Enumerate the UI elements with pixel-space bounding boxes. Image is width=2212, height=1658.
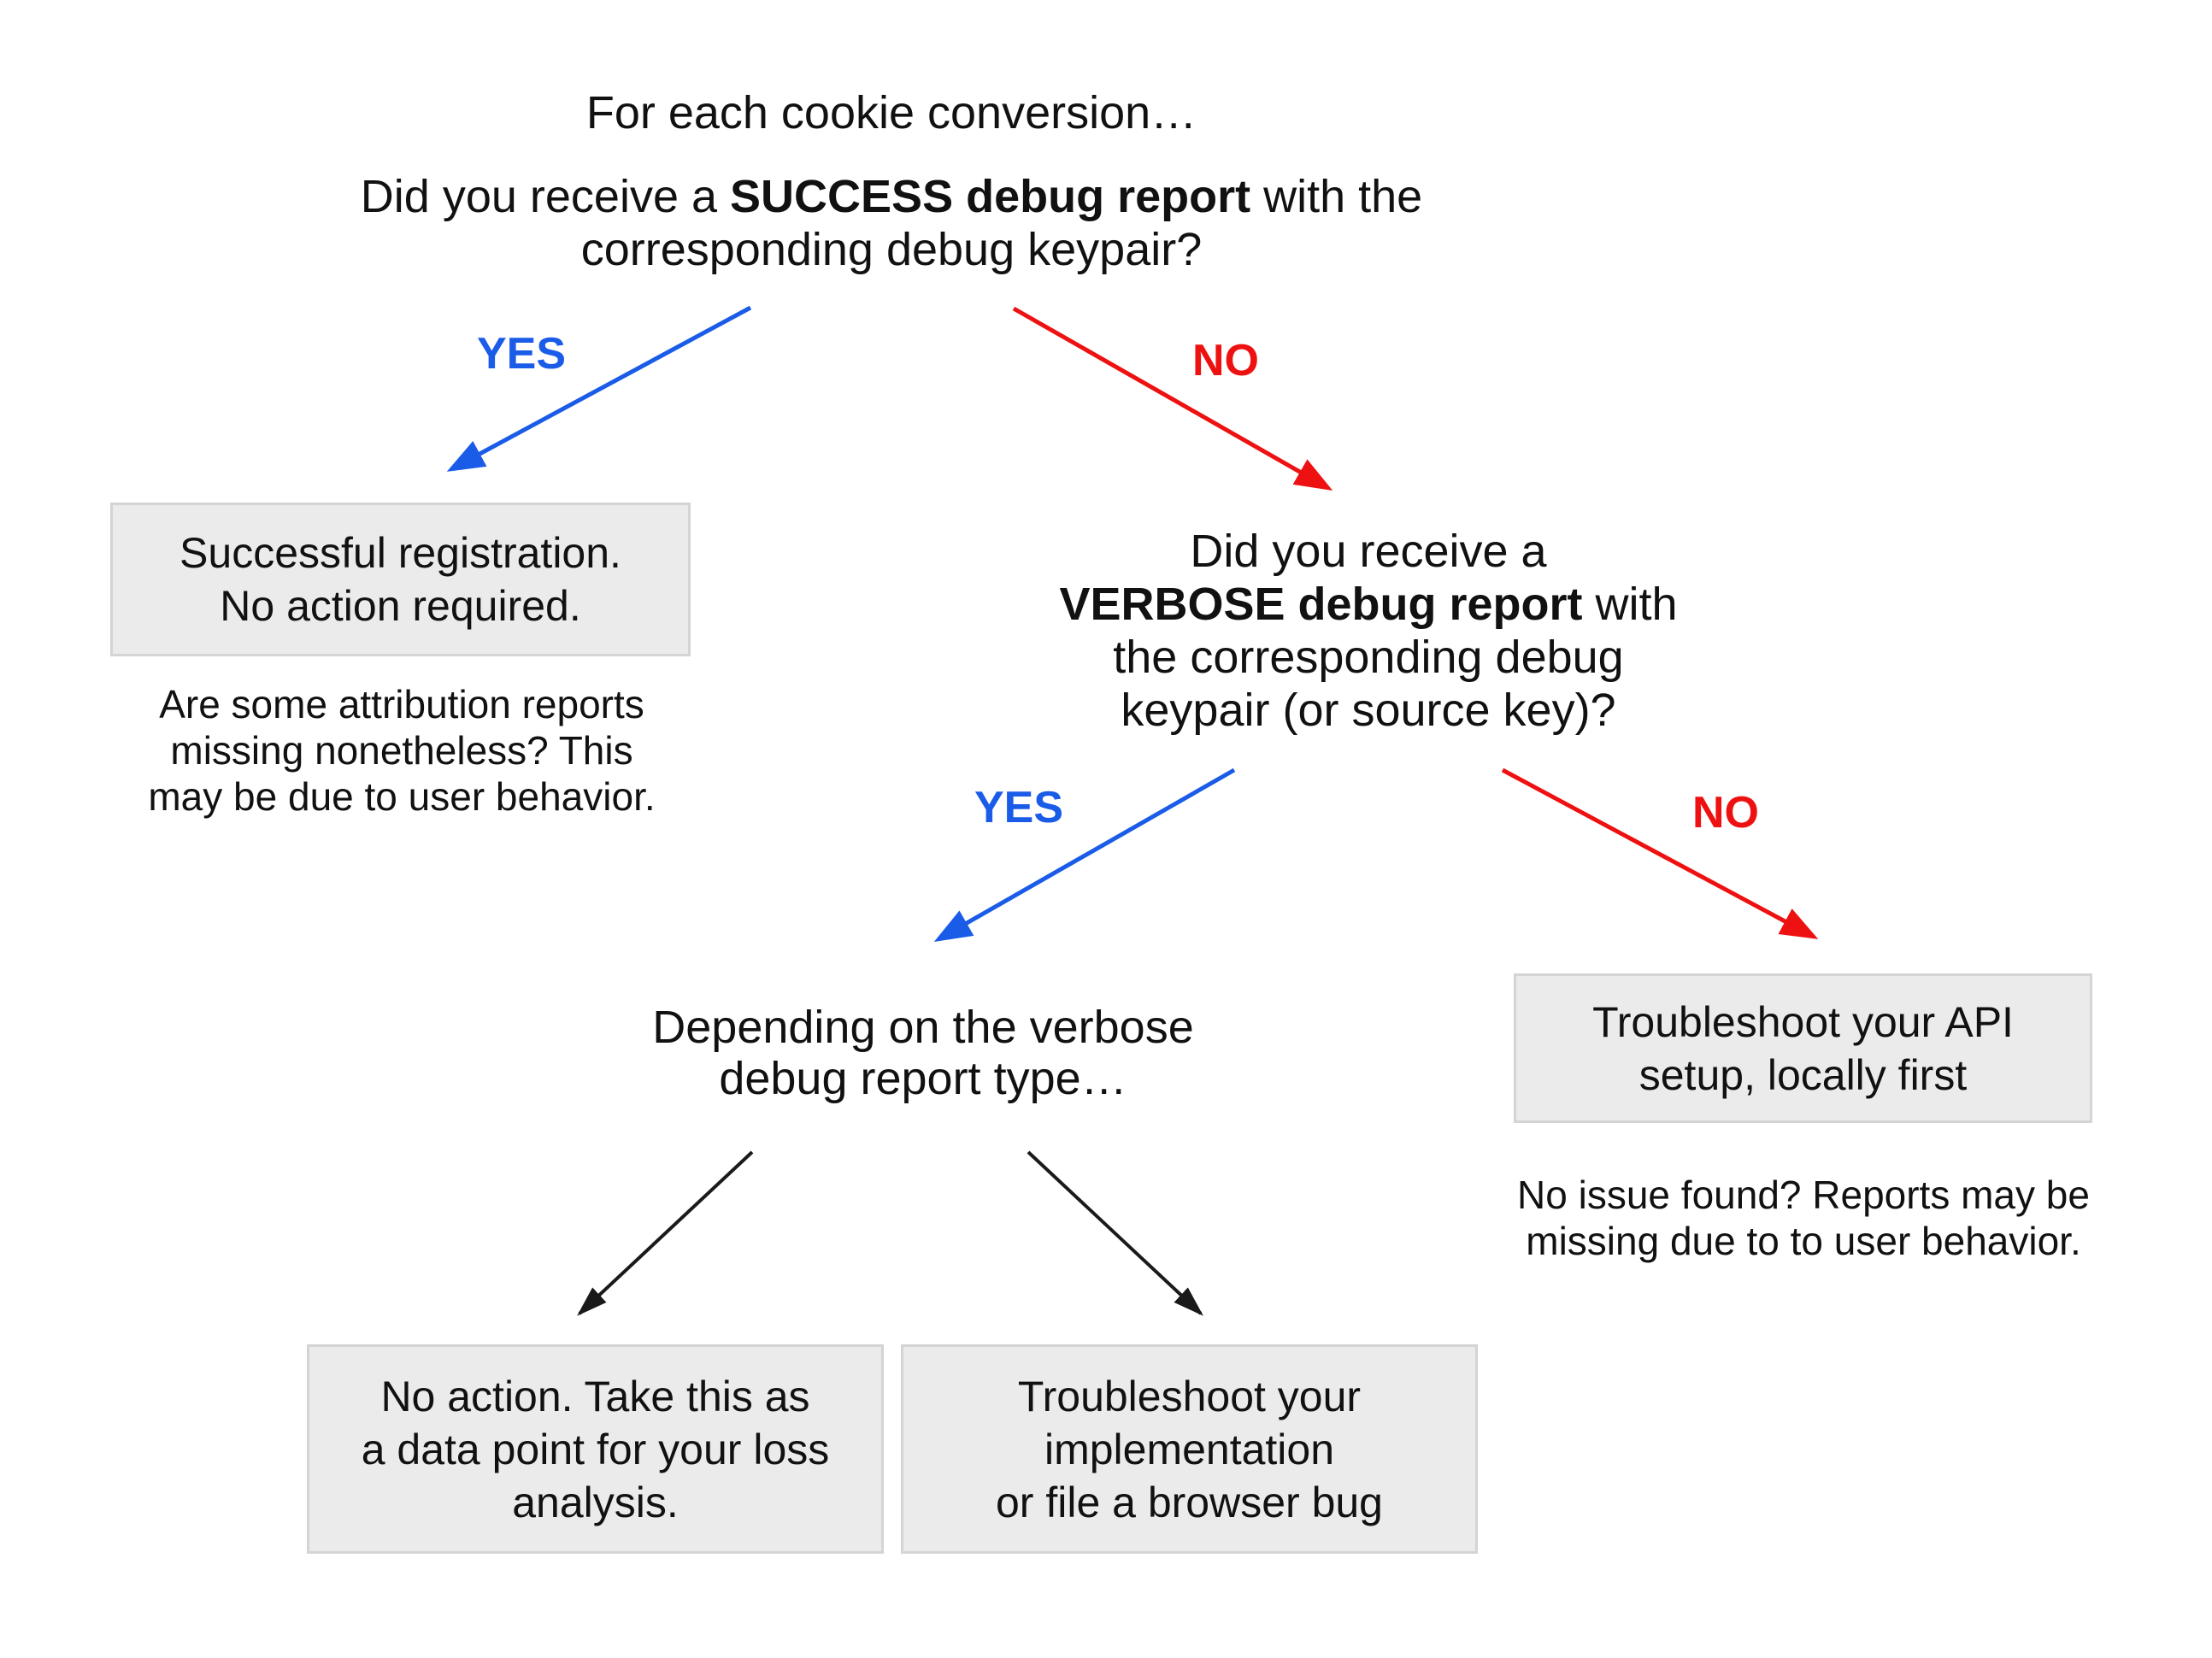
yes-label-level2: YES [974,783,1064,832]
verbose-branch-arrow-left [577,1150,754,1316]
verbose-question: Did you receive a VERBOSE debug report w… [1059,525,1677,737]
verbose-question-line3: the corresponding debug [1113,632,1624,683]
no-arrow-level2 [1501,767,1819,939]
no-action-box-line3: analysis. [512,1478,679,1526]
root-question-bold: SUCCESS debug report [730,171,1251,222]
api-note-line1: No issue found? Reports may be [1517,1173,2090,1217]
success-note-line3: may be due to user behavior. [148,774,656,819]
success-note-line1: Are some attribution reports [159,682,644,726]
implementation-box-line1: Troubleshoot your [1017,1372,1362,1420]
verbose-question-bold: VERBOSE debug report [1059,579,1583,630]
success-box-line2: No action required. [220,582,581,630]
api-note: No issue found? Reports may be missing d… [1517,1172,2090,1264]
success-box-line1: Successful registration. [179,529,621,577]
verbose-question-line2-suffix: with [1582,579,1678,630]
root-question-line1: Did you receive a SUCCESS debug report w… [361,170,1422,223]
yes-label-level1: YES [476,329,567,379]
root-question-prefix: Did you receive a [360,171,731,222]
api-box-line1: Troubleshoot your API [1592,997,2014,1046]
no-action-box-line2: a data point for your loss [361,1425,830,1473]
implementation-box: Troubleshoot your implementation or file… [901,1344,1478,1554]
root-question-line2: corresponding debug keypair? [580,224,1203,275]
verbose-question-line2: VERBOSE debug report with [1059,578,1677,631]
no-action-box: No action. Take this as a data point for… [307,1344,884,1554]
intro-text: For each cookie conversion… [586,86,1197,139]
success-note: Are some attribution reports missing non… [148,681,655,820]
depending-text: Depending on the verbose debug report ty… [652,1002,1193,1104]
verbose-question-line4: keypair (or source key)? [1121,685,1616,736]
no-label-level2: NO [1692,788,1759,838]
implementation-box-line2: implementation [1044,1425,1335,1473]
no-label-level1: NO [1192,336,1259,385]
root-question: Did you receive a SUCCESS debug report w… [361,170,1422,276]
success-box: Successful registration. No action requi… [110,503,691,656]
api-box-line2: setup, locally first [1638,1050,1968,1099]
intro-line: For each cookie conversion… [585,87,1197,138]
api-note-line2: missing due to to user behavior. [1526,1219,2081,1263]
depending-line1: Depending on the verbose [652,1002,1194,1053]
verbose-question-line1: Did you receive a [1190,526,1547,577]
yes-arrow-level1 [446,305,752,472]
success-note-line2: missing nonetheless? This [170,728,633,773]
implementation-box-line3: or file a browser bug [995,1478,1383,1526]
depending-line2: debug report type… [719,1053,1127,1104]
yes-arrow-level2 [933,767,1236,942]
no-action-box-line1: No action. Take this as [380,1372,810,1420]
verbose-branch-arrow-right [1027,1150,1203,1316]
api-box: Troubleshoot your API setup, locally fir… [1514,973,2092,1123]
root-question-suffix: with the [1250,171,1423,222]
no-arrow-level1 [1012,306,1333,491]
